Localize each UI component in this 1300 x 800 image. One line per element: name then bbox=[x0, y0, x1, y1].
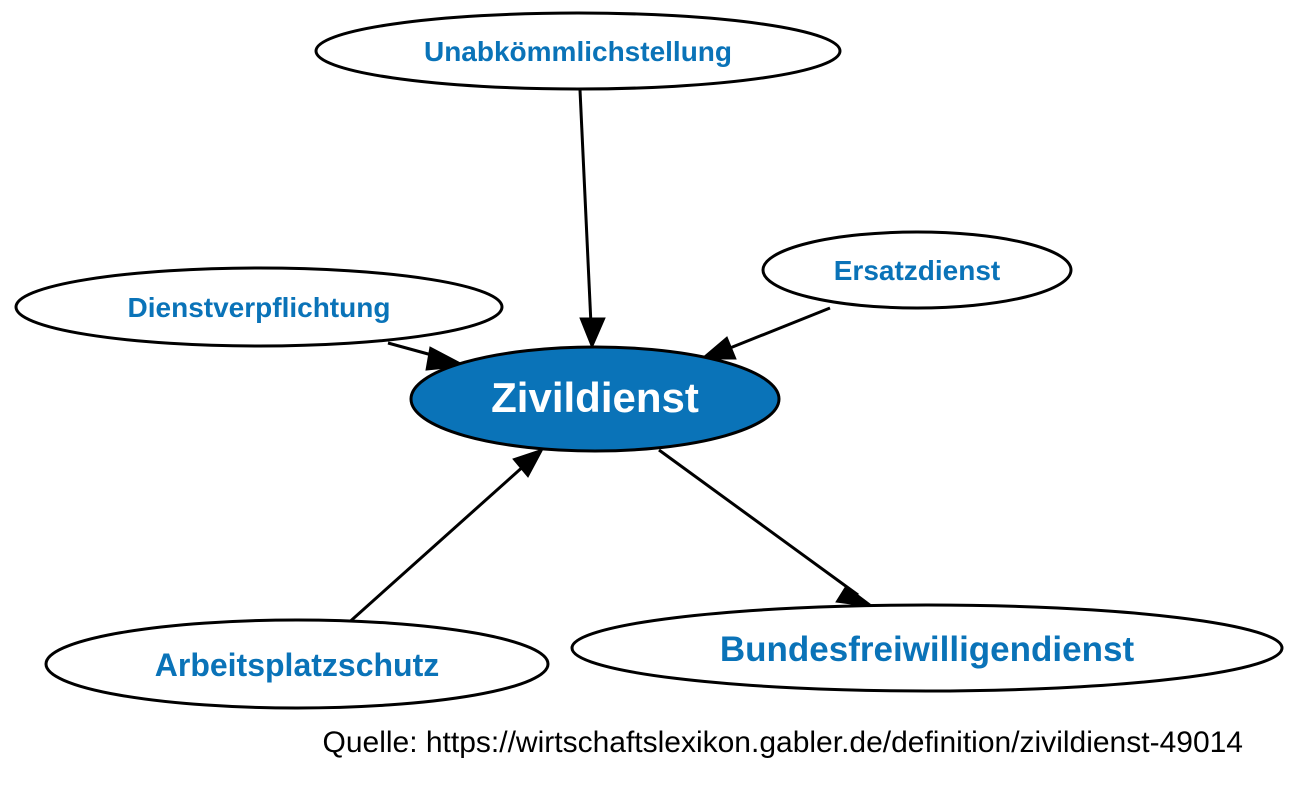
node-shape bbox=[761, 230, 1073, 310]
node-label-ersatzdienst: Ersatzdienst bbox=[834, 255, 1001, 286]
arrowhead bbox=[512, 448, 545, 478]
edge-unabkoemmlichstellung-zivildienst bbox=[578, 89, 594, 347]
edge-zivildienst-bundesfreiwilligendienst bbox=[658, 448, 859, 597]
node-label-arbeitsplatzschutz: Arbeitsplatzschutz bbox=[155, 647, 439, 683]
node-label-bundesfreiwilligendienst: Bundesfreiwilligendienst bbox=[720, 630, 1135, 669]
node-dienstverpflichtung[interactable]: Dienstverpflichtung bbox=[14, 266, 504, 348]
node-label-unabkoemmlichstellung: Unabkömmlichstellung bbox=[424, 36, 732, 67]
node-shape bbox=[44, 618, 550, 710]
edge-arbeitsplatzschutz-zivildienst bbox=[343, 462, 528, 628]
source-caption: Quelle: https://wirtschaftslexikon.gable… bbox=[322, 726, 1243, 759]
node-shape bbox=[14, 266, 504, 348]
central-node-label: Zivildienst bbox=[491, 374, 699, 421]
edges bbox=[343, 89, 876, 628]
arrowhead bbox=[835, 585, 876, 608]
edge-ersatzdienst-zivildienst bbox=[724, 306, 831, 352]
arrowhead bbox=[579, 317, 606, 350]
node-ersatzdienst[interactable]: Ersatzdienst bbox=[761, 230, 1073, 310]
node-shape bbox=[570, 603, 1284, 693]
node-zivildienst[interactable]: Zivildienst bbox=[409, 345, 781, 453]
arrowhead bbox=[699, 336, 737, 360]
node-unabkoemmlichstellung[interactable]: Unabkömmlichstellung bbox=[314, 11, 842, 91]
node-arbeitsplatzschutz[interactable]: Arbeitsplatzschutz bbox=[44, 618, 550, 710]
node-label-dienstverpflichtung: Dienstverpflichtung bbox=[128, 292, 391, 323]
node-shape bbox=[314, 11, 842, 91]
node-bundesfreiwilligendienst[interactable]: Bundesfreiwilligendienst bbox=[570, 603, 1284, 693]
central-node-shape bbox=[409, 345, 781, 453]
